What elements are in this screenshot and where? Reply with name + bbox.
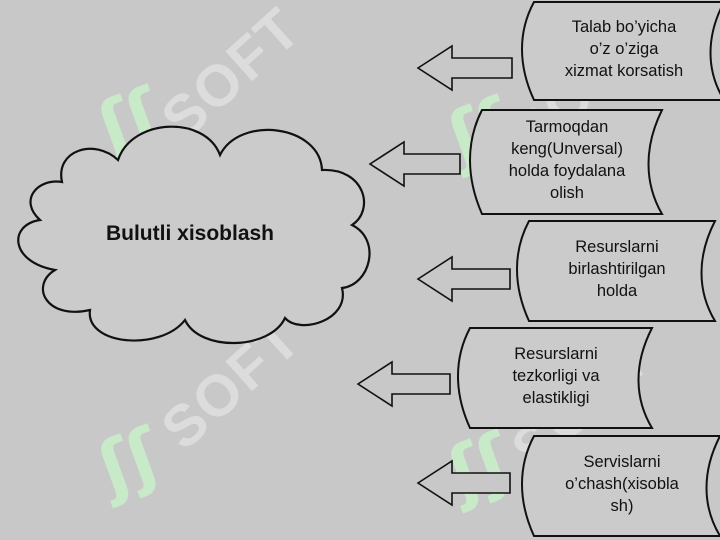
feature-box-line: olish — [550, 184, 584, 202]
feature-box-label: Resurslarni tezkorligi va elastikligi — [468, 343, 644, 409]
feature-box-line: Talab bo’yicha — [571, 18, 677, 36]
feature-box — [521, 0, 720, 101]
feature-box — [457, 327, 654, 429]
feature-box-line: elastikligi — [522, 389, 590, 407]
feature-box-label: Resurslarni birlashtirilgan holda — [527, 236, 707, 302]
feature-box-line: Tarmoqdan — [525, 118, 609, 136]
feature-box-line: o’chash(xisobla — [565, 475, 679, 493]
feature-box-label: Talab bo’yicha o’z o’ziga xizmat korsatish — [532, 16, 716, 82]
feature-box-label: Servislarni o’chash(xisobla sh) — [532, 451, 712, 517]
cloud-shape — [17, 125, 371, 345]
left-arrow-icon — [368, 140, 461, 188]
feature-box-line: Resurslarni — [575, 238, 659, 256]
feature-box-line: xizmat korsatish — [564, 62, 684, 80]
left-arrow-icon — [416, 44, 513, 92]
left-arrow-icon — [356, 360, 451, 408]
cloud-title: Bulutli xisoblash — [105, 222, 275, 245]
feature-box-line: Resurslarni — [514, 345, 598, 363]
feature-box — [521, 435, 720, 537]
feature-box-line: tezkorligi va — [512, 367, 600, 385]
feature-box-line: sh) — [610, 497, 634, 515]
feature-box-label: Tarmoqdan keng(Unversal) holda foydalana ol… — [480, 116, 654, 204]
feature-box-line: o’z o’ziga — [589, 40, 659, 58]
feature-box-line: holda foydalana — [508, 162, 626, 180]
feature-box — [469, 109, 664, 215]
left-arrow-icon — [416, 255, 511, 303]
left-arrow-icon — [416, 459, 511, 507]
feature-box-line: keng(Unversal) — [511, 140, 623, 158]
feature-box-line: holda — [596, 282, 638, 300]
feature-box — [516, 220, 717, 322]
feature-box-line: birlashtirilgan — [568, 260, 666, 278]
feature-box-line: Servislarni — [583, 453, 661, 471]
